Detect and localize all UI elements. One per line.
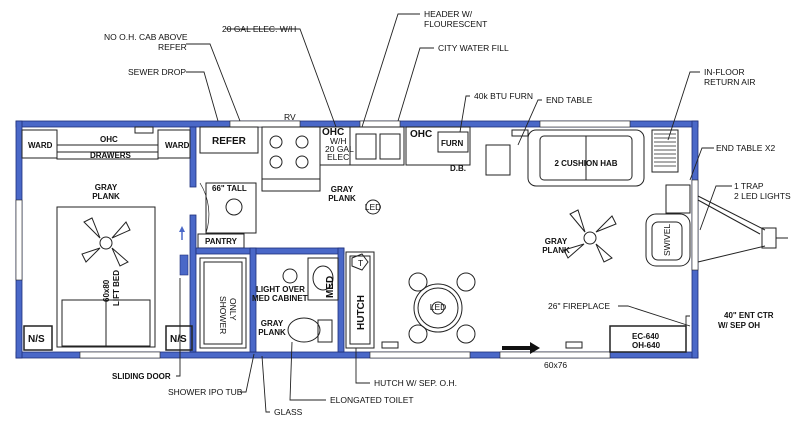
ent-ctr-callout: 40" ENT CTR: [724, 311, 774, 320]
door-size-label: 60x76: [544, 360, 567, 370]
wh-callout: 20 GAL ELEC. W/H: [222, 24, 296, 34]
ward-right-label: WARD: [165, 141, 190, 150]
wh-box-label-2: 20 GAL: [325, 144, 354, 154]
living-room: [381, 129, 691, 353]
sliding-door-callout: SLIDING DOOR: [112, 372, 171, 381]
shower-only-label: ONLY: [228, 298, 238, 321]
header-callout-2: FLOURESCENT: [424, 19, 487, 29]
gray-plank-bed-label-2: PLANK: [92, 192, 120, 201]
end-table-callout: END TABLE: [546, 95, 593, 105]
med-cabinet-label: MED CABINET: [252, 294, 308, 303]
oh-label: OH-640: [632, 341, 661, 350]
no-oh-cab-callout: NO O.H. CAB ABOVE: [104, 32, 188, 42]
hutch-sep-callout: HUTCH W/ SEP. O.H.: [374, 378, 457, 388]
led-kitchen-label: LED: [365, 202, 382, 212]
leader-lines: [176, 13, 732, 413]
hitch: [697, 195, 788, 263]
light-over-label: LIGHT OVER: [256, 285, 305, 294]
kitchen: [197, 126, 471, 249]
ceiling-fan-icon: [81, 217, 131, 267]
bathroom: [195, 247, 345, 353]
gray-plank-bed-label: GRAY: [95, 183, 118, 192]
bed-size-label: 60x80: [102, 279, 111, 302]
infloor-callout-2: RETURN AIR: [704, 77, 755, 87]
header-callout: HEADER W/: [424, 9, 473, 19]
gray-plank-bath-label-2: PLANK: [258, 328, 286, 337]
glass-callout: GLASS: [274, 407, 303, 417]
gray-plank-living-label-2: PLANK: [542, 246, 570, 255]
drawers-label: DRAWERS: [90, 151, 132, 160]
ohc-furn-label: OHC: [410, 129, 432, 140]
swivel-label: SWIVEL: [662, 224, 672, 256]
gray-plank-bath-label: GRAY: [261, 319, 284, 328]
sewer-drop-callout: SEWER DROP: [128, 67, 186, 77]
refer-label: REFER: [212, 136, 247, 147]
hutch-t-label: T: [358, 258, 363, 268]
led-dining-label: LED: [430, 302, 447, 312]
end-table-x2-callout: END TABLE X2: [716, 143, 775, 153]
tall-label: 66" TALL: [212, 184, 247, 193]
bedroom: [21, 126, 197, 353]
trap-callout: 1 TRAP: [734, 181, 764, 191]
trap-callout-2: 2 LED LIGHTS: [734, 191, 791, 201]
gray-plank-living-label: GRAY: [545, 237, 568, 246]
hutch-label: HUTCH: [356, 295, 367, 330]
ceiling-fan-icon: [563, 209, 617, 263]
ent-ctr-callout-2: W/ SEP OH: [718, 321, 760, 330]
gray-plank-kitchen-label-2: PLANK: [328, 194, 356, 203]
furn-label: FURN: [441, 139, 463, 148]
rv-label: RV: [284, 112, 296, 122]
shower-label: SHOWER: [218, 296, 228, 334]
pantry-label: PANTRY: [205, 237, 238, 246]
exterior-walls: [15, 120, 699, 359]
ec-label: EC-640: [632, 332, 660, 341]
no-oh-cab-callout-2: REFER: [158, 42, 187, 52]
toilet-callout: ELONGATED TOILET: [330, 395, 414, 405]
ohc-kitchen-label: OHC: [322, 127, 344, 138]
ward-left-label: WARD: [28, 141, 53, 150]
fireplace-callout: 26" FIREPLACE: [548, 301, 610, 311]
wh-box-label: W/H: [330, 136, 347, 146]
city-water-callout: CITY WATER FILL: [438, 43, 509, 53]
furnace-callout: 40k BTU FURN: [474, 91, 533, 101]
infloor-callout: IN-FLOOR: [704, 67, 745, 77]
ns-left-label: N/S: [28, 334, 45, 345]
db-label: D.B.: [450, 164, 466, 173]
lift-bed-label: LIFT BED: [112, 270, 121, 306]
ohc-bed-label: OHC: [100, 135, 118, 144]
wh-box-label-3: ELEC: [327, 152, 349, 162]
ns-right-label: N/S: [170, 334, 187, 345]
dining: [345, 251, 540, 354]
sofa-label: 2 CUSHION HAB: [554, 159, 617, 168]
med-label: MED: [325, 276, 336, 298]
gray-plank-kitchen-label: GRAY: [331, 185, 354, 194]
shower-tub-callout: SHOWER IPO TUB: [168, 387, 243, 397]
